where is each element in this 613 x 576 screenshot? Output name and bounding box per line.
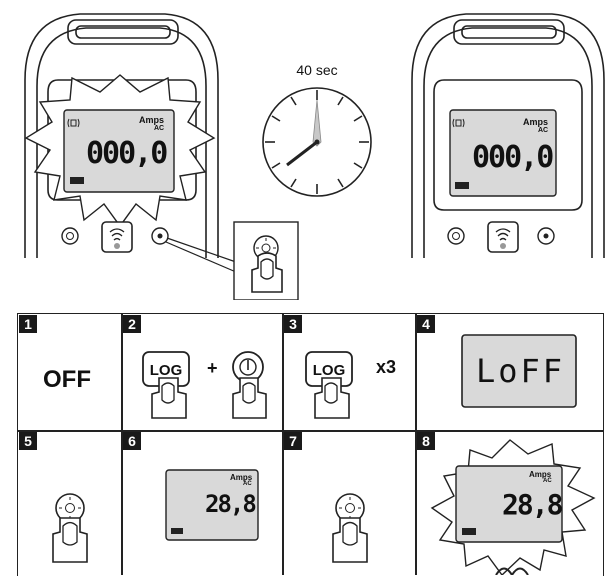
step-number-6: 6 [123,432,141,450]
step-4-display: LoFF [476,352,566,390]
step-8-reading: 28,8 [502,488,563,521]
step-number-5: 5 [19,432,37,450]
step-3-times: x3 [376,357,397,377]
step-number-4: 4 [417,315,435,333]
lcd-left [63,109,175,193]
signal-icon [67,118,80,128]
step-3-log-label: LOG [312,362,346,379]
step-graphics [52,334,596,575]
step-number-1: 1 [19,315,37,333]
step-number-3: 3 [284,315,302,333]
step-8-amps: Amps [529,470,552,479]
step-number-2: 2 [123,315,141,333]
timer-label: 40 sec [296,62,338,78]
clock-icon [262,87,372,197]
step-number-7: 7 [284,432,302,450]
hand-icon-inset [251,252,283,293]
backlight-button-step7[interactable] [332,493,368,563]
lcd-right-amps: Amps [523,117,549,127]
lcd-step6 [165,469,259,541]
lcd-left-reading: 000,0 [86,136,168,171]
lcd-right [449,109,557,197]
log-button-step2[interactable] [142,351,190,419]
step-1-off-text: OFF [43,366,91,393]
step-6-reading: 28,8 [205,490,257,518]
step-8-ac: AC [543,478,552,484]
power-button-left[interactable] [61,227,79,245]
wireless-button-left[interactable] [101,221,133,253]
battery-icon-right [455,182,469,189]
step-6-ac: AC [243,481,252,487]
lcd-left-amps: Amps [139,115,165,125]
steps-grid [17,313,604,576]
lcd-right-ac: AC [538,127,549,134]
wireless-button-right[interactable] [487,221,519,253]
power-button-step2[interactable] [232,351,267,419]
battery-icon [70,177,84,184]
power-button-right[interactable] [447,227,465,245]
step-2-log-label: LOG [149,362,183,379]
lcd-left-ac: AC [154,125,165,132]
step-number-8: 8 [417,432,435,450]
lcd-step4 [461,334,577,408]
top-illustration [24,13,605,300]
lcd-right-reading: 000,0 [472,140,554,175]
lcd-step8 [455,465,563,543]
step-6-amps: Amps [230,473,253,482]
step-2-plus: + [207,358,218,378]
backlight-button-step5[interactable] [52,493,88,563]
log-button-step3[interactable] [305,351,353,419]
